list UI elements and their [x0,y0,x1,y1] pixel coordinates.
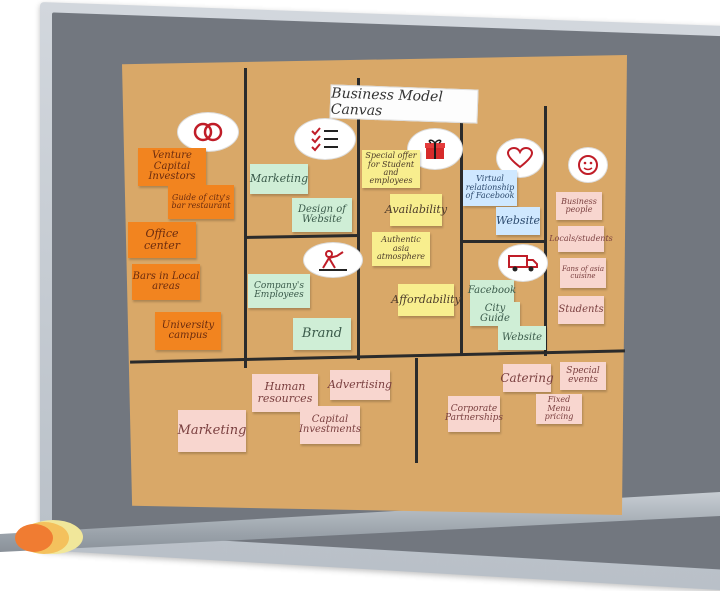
orange-chalk-icon [15,524,53,552]
sticky-note: Human resources [252,374,318,412]
sticky-note: Advertising [328,370,392,400]
page-title: Business Model Canvas [329,84,479,124]
sticky-note: Facebook [468,280,516,302]
chalk-pieces [15,518,95,558]
sticky-note: Bars in Local areas [132,264,200,300]
sticky-note: Virtual relationship of Facebook [463,170,517,206]
sticky-note: Brand [293,318,351,350]
sticky-note: Marketing [178,410,246,452]
worker-icon [303,242,363,278]
rings-icon [177,112,239,152]
grid-divider [460,92,463,354]
grid-divider [544,106,547,356]
checklist-icon [294,118,356,160]
sticky-note: City Guide [470,302,520,326]
sticky-note: Guide of city's bar restaurant [168,185,234,219]
sticky-note: Website [498,326,546,350]
sticky-note: Special events [560,362,606,390]
grid-divider [415,358,418,463]
sticky-note: Catering [500,364,554,392]
sticky-note: Corporate Partnerships [445,396,503,432]
sticky-note: Capital Investments [299,406,361,444]
sticky-note: Office center [128,222,196,258]
sticky-note: Business people [556,192,602,220]
sticky-note: Company's Employees [248,274,310,308]
sticky-note: Fans of asia cuisine [560,258,606,288]
sticky-note: Website [496,207,540,235]
face-icon [568,147,608,183]
sticky-note: Locals/students [549,226,613,252]
sticky-note: Affordability [391,284,461,316]
grid-divider [357,78,360,360]
sticky-note: Marketing [250,164,308,194]
sticky-note: Availability [385,194,447,226]
sticky-note: Fixed Menu pricing [536,394,582,424]
grid-divider [244,68,247,368]
sticky-note: Design of Website [292,198,352,232]
sticky-note: University campus [155,312,221,350]
sticky-note: Authentic asia atmosphere [372,232,430,266]
sticky-note: Venture Capital Investors [138,148,206,186]
truck-icon [498,244,548,282]
grid-divider [460,240,546,243]
gift-icon [407,128,463,170]
sticky-note: Special offer for Student and employees [362,150,420,188]
sticky-note: Students [558,296,604,324]
